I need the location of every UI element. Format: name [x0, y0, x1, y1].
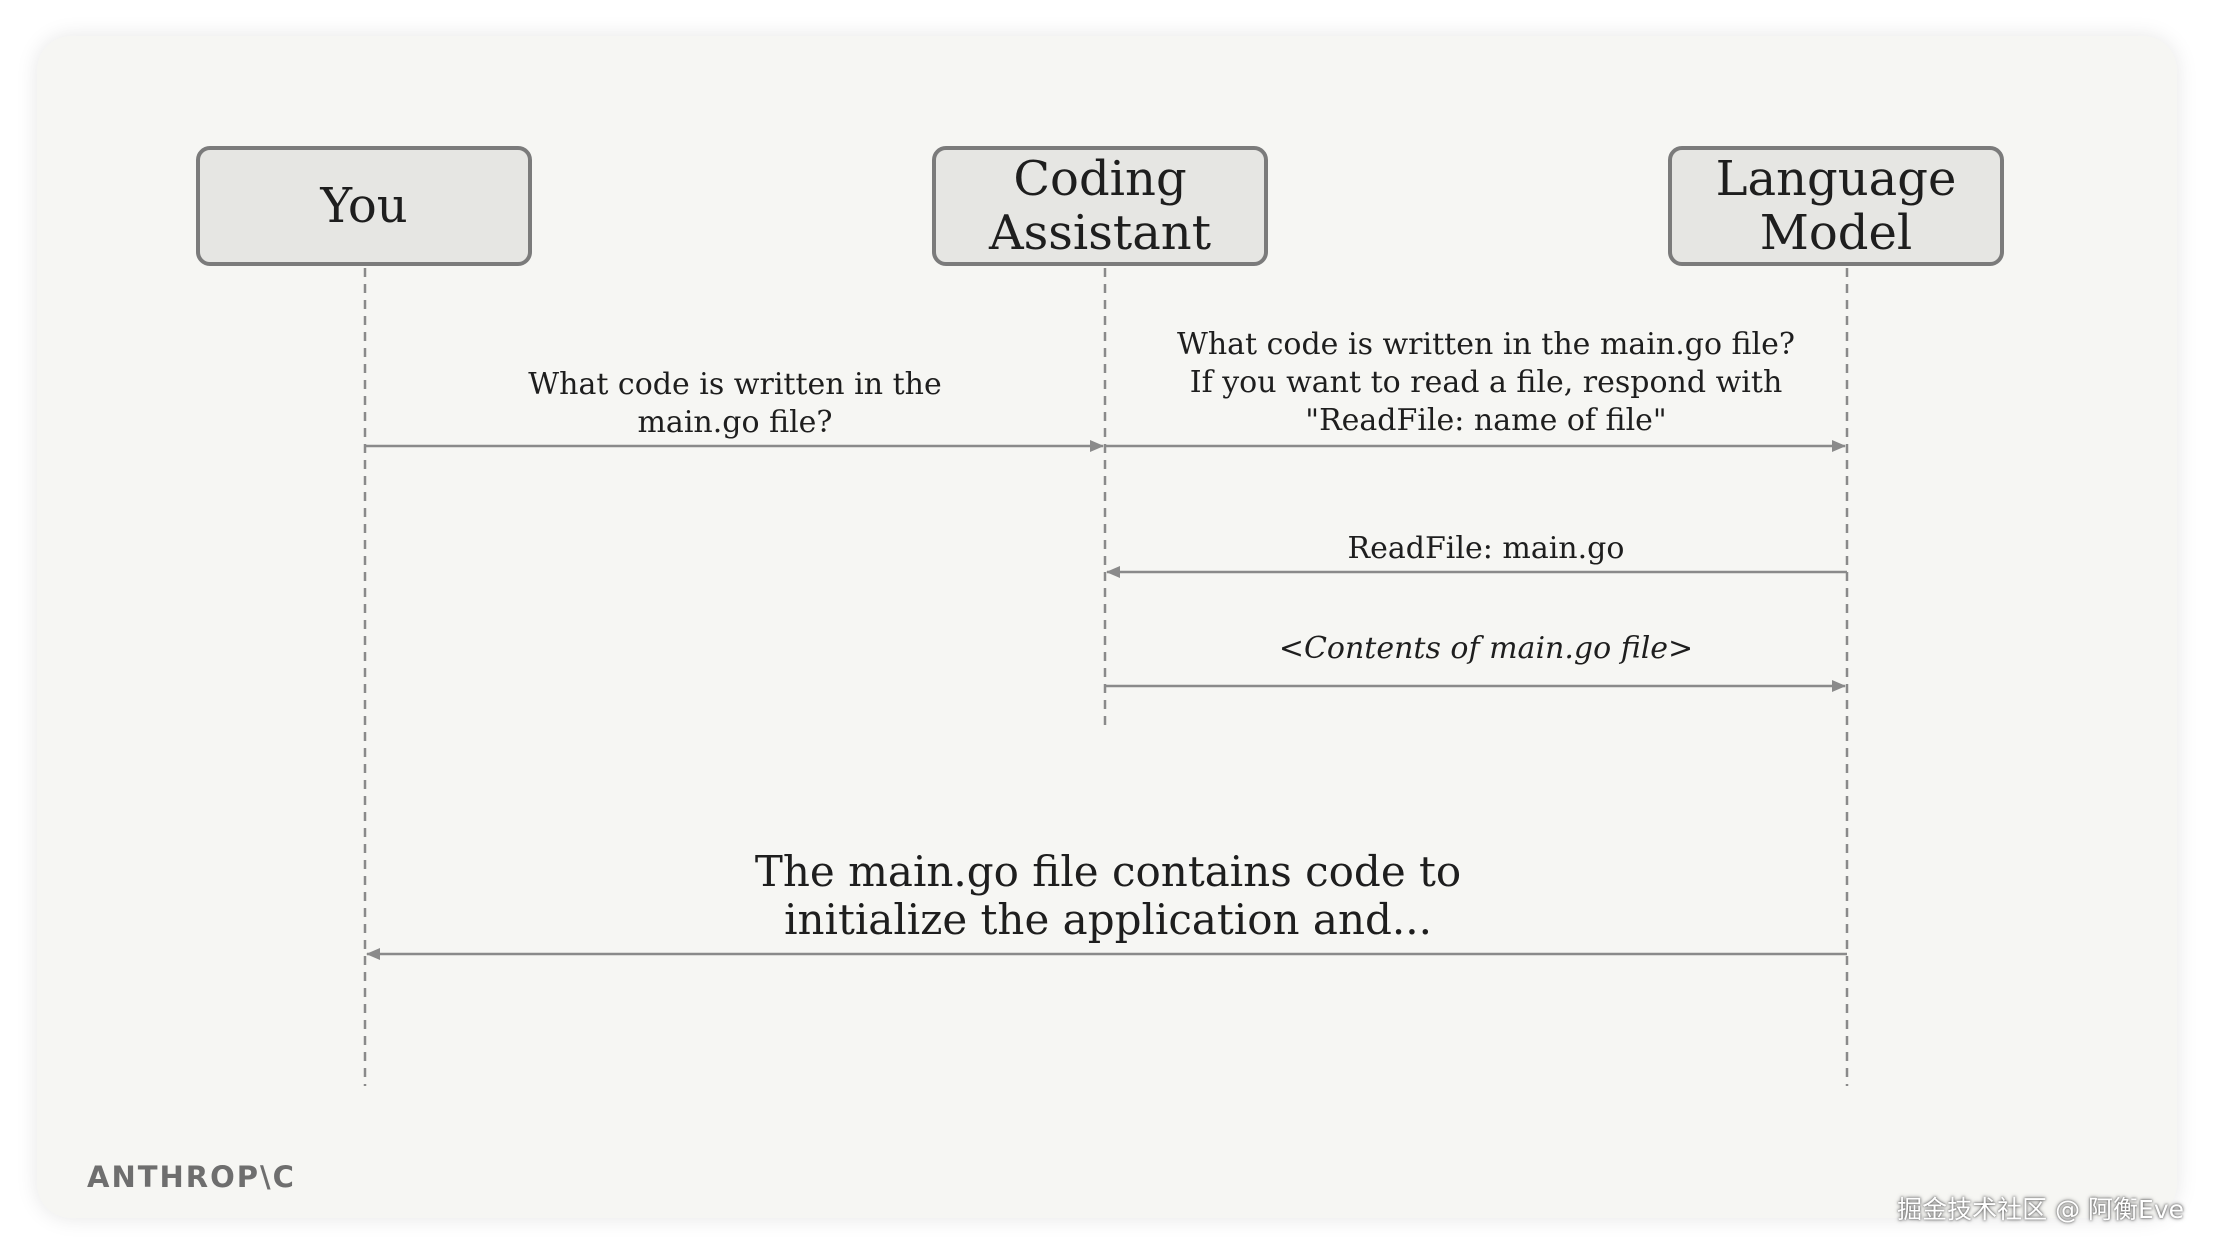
- message-final-answer: The main.go file contains code to initia…: [754, 847, 1462, 944]
- actor-you: You: [196, 146, 532, 266]
- anthropic-logo: ANTHROP\C: [87, 1160, 296, 1194]
- message-user-question: What code is written in the main.go file…: [528, 367, 942, 440]
- message-readfile-request: ReadFile: main.go: [1347, 531, 1625, 566]
- watermark: 掘金技术社区 @ 阿衡Eve: [1897, 1195, 2184, 1224]
- message-file-contents: <Contents of main.go file>: [1278, 631, 1694, 666]
- actor-language-model: Language Model: [1668, 146, 2004, 266]
- message-assistant-prompt: What code is written in the main.go file…: [1176, 327, 1795, 438]
- actor-coding-assistant: Coding Assistant: [932, 146, 1268, 266]
